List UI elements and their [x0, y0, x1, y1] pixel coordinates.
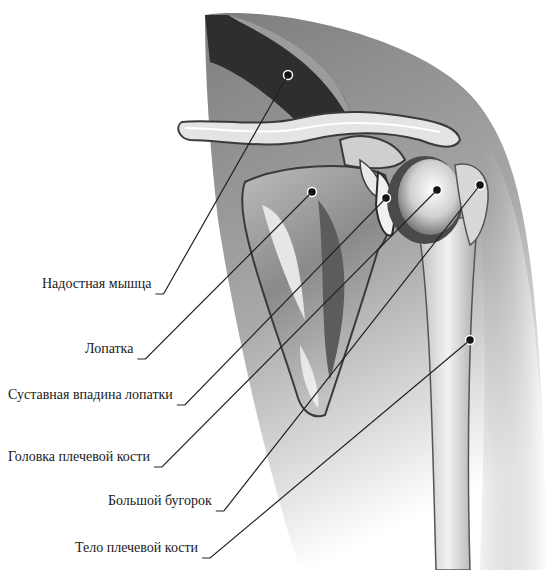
- part-label: Надостная мышца: [42, 276, 152, 292]
- part-label: Большой бугорок: [108, 493, 212, 509]
- part-label: Суставная впадина лопатки: [8, 387, 173, 403]
- leader-line: [202, 340, 470, 558]
- leader-line: [154, 190, 437, 467]
- leader-line: [156, 75, 288, 294]
- leader-line: [216, 185, 480, 511]
- leader-line: [137, 192, 312, 359]
- part-label: Лопатка: [85, 341, 133, 357]
- part-label: Тело плечевой кости: [75, 540, 198, 556]
- part-label: Головка плечевой кости: [8, 449, 150, 465]
- leader-line: [177, 198, 386, 405]
